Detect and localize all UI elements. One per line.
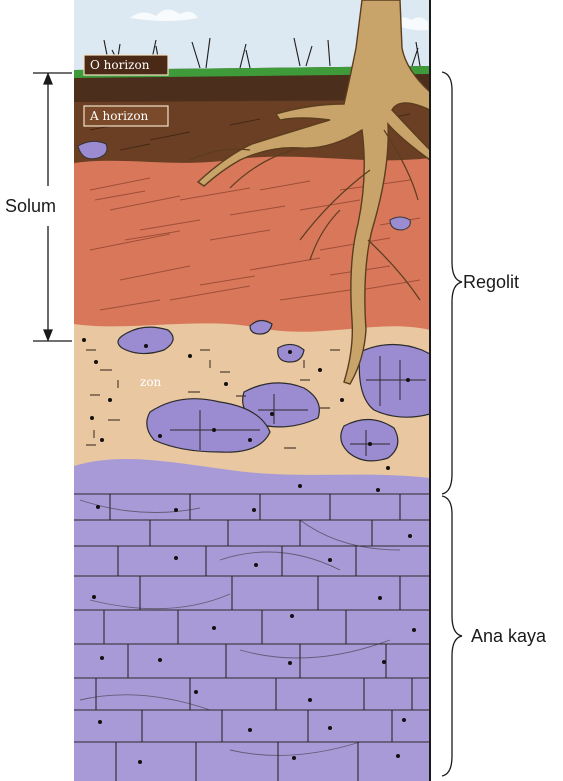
bedrock-layer [74,459,430,781]
a-horizon-tag: A horizon [84,106,168,126]
svg-text:zon: zon [140,375,162,389]
svg-text:A horizon: A horizon [89,109,149,123]
ana-kaya-label: Ana kaya [471,626,547,646]
solum-label: Solum [5,196,56,216]
ana-kaya-brace [442,496,462,776]
regolit-brace [442,72,462,494]
c-horizon-tag: zon [124,372,172,392]
o-horizon-tag: O horizon [84,55,168,75]
svg-text:O horizon: O horizon [90,58,150,72]
regolit-label: Regolit [463,272,519,292]
